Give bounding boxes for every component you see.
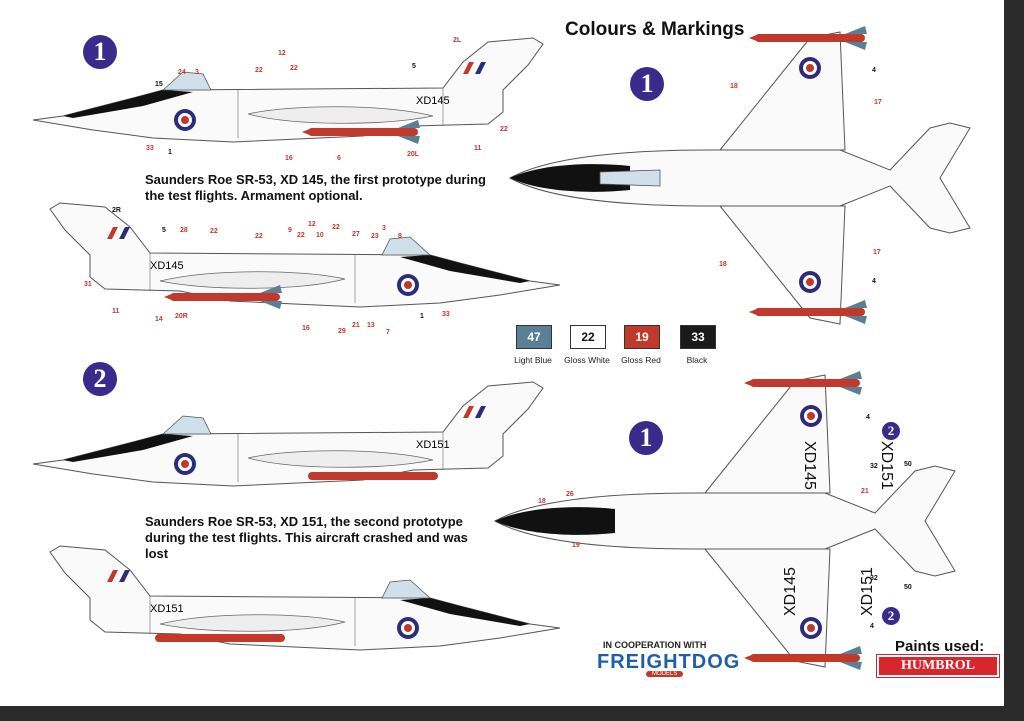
profile-2-side-view-right: XD151 [50, 546, 560, 650]
swatch-light-blue: 47 [516, 325, 552, 349]
swatch-gloss-white: 22 [570, 325, 606, 349]
svg-text:21: 21 [352, 322, 360, 329]
svg-text:4: 4 [872, 278, 876, 285]
svg-text:22: 22 [210, 228, 218, 235]
svg-text:29: 29 [338, 328, 346, 335]
svg-text:11: 11 [112, 308, 120, 315]
svg-text:19: 19 [572, 542, 580, 549]
profile-2-badge: 2 [83, 362, 117, 396]
svg-text:17: 17 [874, 99, 882, 106]
svg-text:26: 26 [566, 491, 574, 498]
svg-text:20L: 20L [407, 151, 420, 158]
svg-text:10: 10 [316, 232, 324, 239]
svg-text:5: 5 [162, 227, 166, 234]
svg-text:22: 22 [332, 224, 340, 231]
svg-text:12: 12 [278, 50, 286, 57]
svg-text:50: 50 [904, 584, 912, 591]
svg-text:14: 14 [155, 316, 163, 323]
underside-serial-right-top: XD151 [878, 441, 895, 490]
svg-text:5: 5 [412, 63, 416, 70]
paints-used-label: Paints used: [895, 638, 985, 655]
swatch-gloss-red-label: Gloss Red [621, 355, 661, 365]
underside-badge-bottom: 2 [882, 607, 900, 625]
page-title: Colours & Markings [565, 19, 745, 40]
svg-text:15: 15 [155, 81, 163, 88]
svg-text:31: 31 [84, 281, 92, 288]
profile-2-serial: XD151 [416, 439, 450, 451]
svg-text:50: 50 [904, 461, 912, 468]
profile-1-serial-right: XD145 [150, 260, 184, 272]
aircraft-drawings: XD145 XD145 XD151 XD151 [32, 26, 971, 670]
svg-text:13: 13 [367, 322, 375, 329]
decal-sheet: Colours & Markings [0, 0, 1004, 706]
underside-badge-top: 2 [882, 422, 900, 440]
swatch-black: 33 [680, 325, 716, 349]
swatch-light-blue-label: Light Blue [514, 355, 552, 365]
svg-text:4: 4 [872, 67, 876, 74]
svg-text:18: 18 [730, 83, 738, 90]
svg-text:2L: 2L [453, 37, 462, 44]
svg-text:33: 33 [146, 145, 154, 152]
svg-text:27: 27 [352, 231, 360, 238]
profile-2-description: Saunders Roe SR-53, XD 151, the second p… [145, 514, 468, 561]
profile-1-description: Saunders Roe SR-53, XD 145, the first pr… [145, 172, 486, 203]
svg-text:4: 4 [866, 414, 870, 421]
svg-text:17: 17 [873, 249, 881, 256]
svg-text:2R: 2R [112, 207, 121, 214]
underside-serial-left-top: XD145 [801, 441, 818, 490]
svg-text:22: 22 [255, 233, 263, 240]
swatch-black-label: Black [686, 355, 708, 365]
freightdog-logo: FREIGHTDOG [597, 651, 741, 673]
svg-text:22: 22 [290, 65, 298, 72]
freightdog-logo-sub: MODELS [646, 671, 684, 677]
svg-text:22: 22 [255, 67, 263, 74]
svg-text:11: 11 [474, 145, 482, 152]
profile-1-badge: 1 [83, 35, 117, 69]
swatch-gloss-white-label: Gloss White [564, 355, 610, 365]
svg-text:28: 28 [180, 227, 188, 234]
swatch-gloss-red: 19 [624, 325, 660, 349]
profile-2-serial-right: XD151 [150, 603, 184, 615]
cooperation-text: IN COOPERATION WITH [603, 640, 707, 650]
svg-text:4: 4 [870, 623, 874, 630]
profile-1-side-view-right: XD145 [50, 203, 560, 309]
plan-bottom-badge: 1 [629, 421, 663, 455]
profile-1-side-view: XD145 [32, 37, 544, 144]
svg-text:6: 6 [337, 155, 341, 162]
svg-text:9: 9 [288, 227, 292, 234]
svg-text:22: 22 [297, 232, 305, 239]
svg-text:3: 3 [195, 69, 199, 76]
plan-view-top [509, 26, 971, 325]
svg-text:24: 24 [178, 69, 186, 76]
svg-text:1: 1 [168, 149, 172, 156]
svg-text:7: 7 [386, 329, 390, 336]
svg-text:16: 16 [285, 155, 293, 162]
svg-text:33: 33 [442, 311, 450, 318]
svg-text:12: 12 [308, 221, 316, 228]
underside-serial-left-bottom: XD145 [782, 567, 799, 616]
callout-numbers: 15 24 3 22 12 22 2L 5 22 11 20L 6 16 1 3… [84, 37, 912, 630]
svg-text:22: 22 [500, 126, 508, 133]
underside-serial-right-bottom: XD151 [859, 567, 876, 616]
profile-1-serial: XD145 [416, 95, 450, 107]
svg-text:32: 32 [870, 575, 878, 582]
plan-top-badge: 1 [630, 67, 664, 101]
humbrol-logo: HUMBROL [876, 654, 1000, 678]
svg-text:18: 18 [719, 261, 727, 268]
svg-text:18: 18 [538, 498, 546, 505]
svg-text:16: 16 [302, 325, 310, 332]
plan-view-bottom: XD145 XD145 XD151 XD151 [494, 371, 956, 670]
svg-text:21: 21 [861, 488, 869, 495]
svg-text:20R: 20R [175, 313, 188, 320]
profile-2-side-view: XD151 [32, 381, 544, 487]
svg-text:8: 8 [398, 233, 402, 240]
svg-text:32: 32 [870, 463, 878, 470]
svg-text:23: 23 [371, 233, 379, 240]
svg-text:3: 3 [382, 225, 386, 232]
svg-text:1: 1 [420, 313, 424, 320]
